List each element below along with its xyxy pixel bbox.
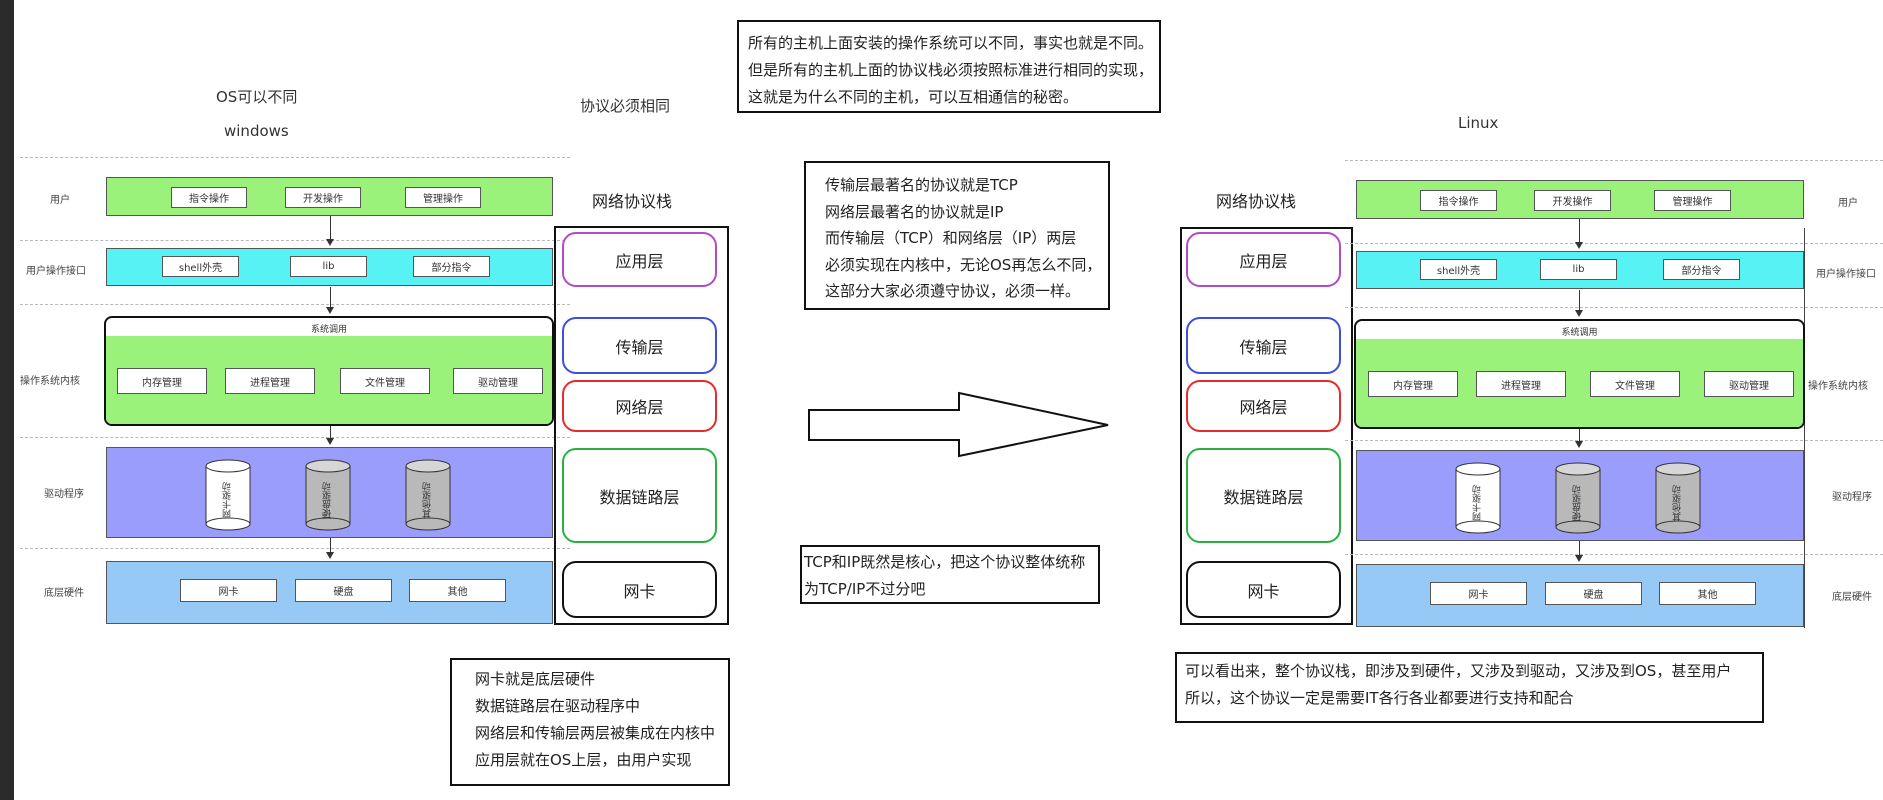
note-tcpip: TCP和IP既然是核心，把这个协议整体统称 为TCP/IP不过分吧: [800, 545, 1100, 604]
left-os-name: windows: [224, 122, 289, 140]
left-layer-transport: 传输层: [562, 317, 717, 374]
right-layer-nic: 网卡: [1186, 561, 1341, 618]
right-user-admin-box: 管理操作: [1654, 190, 1731, 211]
note-top: 所有的主机上面安装的操作系统可以不同，事实也就是不同。 但是所有的主机上面的协议…: [737, 20, 1161, 113]
right-ui-partcmd-box: 部分指令: [1663, 259, 1740, 280]
right-cyl-disk-label: 硬盘驱动: [1573, 485, 1583, 521]
left-ui-shell-box: shell外壳: [162, 256, 239, 277]
right-kernel-drv-box: 驱动管理: [1704, 371, 1794, 397]
right-label-driver: 驱动程序: [1832, 492, 1872, 503]
right-ui-shell-box: shell外壳: [1420, 259, 1497, 280]
right-cyl-nic-label: 网卡驱动: [1473, 485, 1483, 521]
right-user-dev-box: 开发操作: [1534, 190, 1611, 211]
note-bottom-right: 可以看出来，整个协议栈，即涉及到硬件，又涉及到驱动，又涉及到OS，甚至用户 所以…: [1175, 652, 1764, 723]
left-driver-cylinders: [205, 459, 451, 531]
right-cyl-other-icon: [1655, 462, 1701, 534]
left-label-hw: 底层硬件: [44, 588, 84, 599]
left-label-ui: 用户操作接口: [26, 266, 86, 277]
note-center: 传输层最著名的协议就是TCP 网络层最著名的协议就是IP 而传输层（TCP）和网…: [804, 161, 1110, 310]
left-syscall-label: 系统调用: [310, 325, 347, 335]
big-right-arrow-icon: [808, 391, 1109, 458]
left-label-user: 用户: [50, 195, 70, 206]
left-ui-lib-box: lib: [290, 256, 367, 277]
right-layer-transport: 传输层: [1186, 317, 1341, 374]
left-user-cmd-box: 指令操作: [171, 187, 247, 208]
right-driver-cylinders: [1455, 462, 1701, 534]
right-cyl-other-label: 其他驱动: [1673, 485, 1683, 521]
left-stack-title: 网络协议栈: [592, 192, 673, 211]
left-hw-disk-box: 硬盘: [295, 579, 392, 602]
right-syscall-label: 系统调用: [1561, 328, 1598, 338]
right-kernel-proc-box: 进程管理: [1476, 371, 1566, 397]
note-bottom-left: 网卡就是底层硬件 数据链路层在驱动程序中 网络层和传输层两层被集成在内核中 应用…: [450, 658, 730, 786]
right-ui-lib-box: lib: [1540, 259, 1617, 280]
right-label-hw: 底层硬件: [1832, 592, 1872, 603]
middle-title: 协议必须相同: [580, 97, 671, 115]
right-hw-other-box: 其他: [1659, 582, 1756, 605]
right-label-kernel: 操作系统内核: [1808, 381, 1868, 392]
left-cyl-disk-icon: [305, 459, 351, 531]
left-cyl-other-icon: [405, 459, 451, 531]
left-kernel-file-box: 文件管理: [340, 368, 430, 394]
left-layer-app: 应用层: [562, 232, 717, 287]
right-stack-title: 网络协议栈: [1216, 192, 1297, 211]
right-label-user: 用户: [1838, 198, 1858, 209]
left-title: OS可以不同: [216, 88, 298, 106]
right-hw-disk-box: 硬盘: [1545, 582, 1642, 605]
window-edge: [0, 0, 14, 800]
right-stack-frame: [1180, 227, 1353, 625]
left-hw-nic-box: 网卡: [180, 579, 277, 602]
left-kernel-proc-box: 进程管理: [225, 368, 315, 394]
left-layer-nic: 网卡: [562, 561, 717, 618]
right-layer-network: 网络层: [1186, 380, 1341, 432]
left-hw-other-box: 其他: [409, 579, 506, 602]
right-kernel-file-box: 文件管理: [1590, 371, 1680, 397]
right-user-cmd-box: 指令操作: [1420, 190, 1497, 211]
left-ui-partcmd-box: 部分指令: [413, 256, 490, 277]
left-cyl-nic-label: 网卡驱动: [223, 482, 233, 518]
left-cyl-other-label: 其他驱动: [423, 482, 433, 518]
right-label-ui: 用户操作接口: [1816, 269, 1876, 280]
right-hw-nic-box: 网卡: [1430, 582, 1527, 605]
left-stack-frame: [554, 226, 729, 625]
left-kernel-drv-box: 驱动管理: [453, 368, 543, 394]
left-layer-network: 网络层: [562, 380, 717, 432]
right-layer-datalink: 数据链路层: [1186, 448, 1341, 543]
right-kernel-mem-box: 内存管理: [1368, 371, 1458, 397]
left-label-kernel: 操作系统内核: [20, 376, 80, 387]
left-label-driver: 驱动程序: [44, 489, 84, 500]
right-cyl-disk-icon: [1555, 462, 1601, 534]
left-user-admin-box: 管理操作: [405, 187, 481, 208]
left-cyl-nic-icon: [205, 459, 251, 531]
right-layer-app: 应用层: [1186, 232, 1341, 287]
left-layer-datalink: 数据链路层: [562, 448, 717, 543]
left-cyl-disk-label: 硬盘驱动: [323, 482, 333, 518]
left-user-dev-box: 开发操作: [285, 187, 361, 208]
right-cyl-nic-icon: [1455, 462, 1501, 534]
right-os-name: Linux: [1458, 114, 1499, 132]
left-kernel-mem-box: 内存管理: [117, 368, 207, 394]
